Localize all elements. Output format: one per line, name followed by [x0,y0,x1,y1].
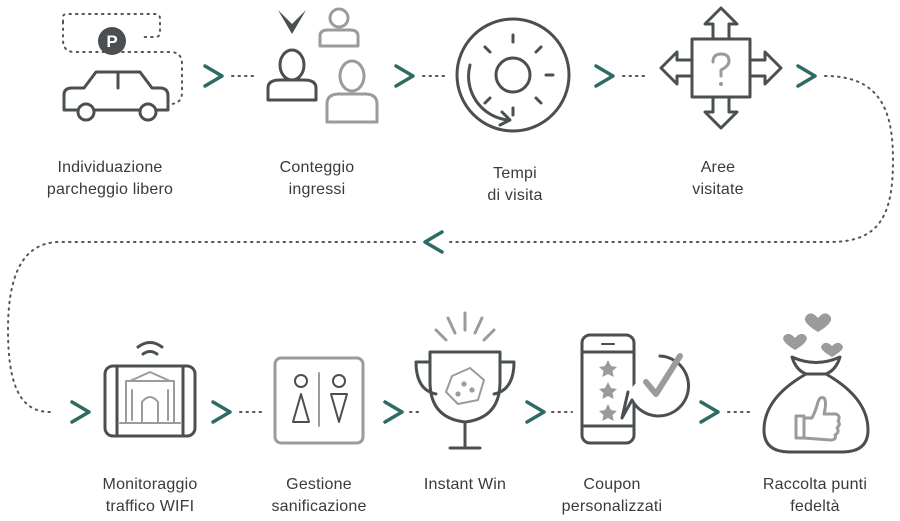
connector-8-9 [699,400,753,424]
step-label-instant-win: Instant Win [423,476,507,493]
heart-icon [783,333,807,350]
connector-5-6 [211,400,263,424]
wifi-monitor-icon [103,341,197,438]
step-label-coupon: Coupon personalizzati [561,476,663,515]
visit-time-icon [455,17,571,133]
step-label-areas: Aree visitate [692,159,744,198]
connector-7-8 [525,400,573,424]
trophy-dice-icon [414,311,516,450]
connector-1-2 [203,64,256,88]
step-label-sanitation: Gestione sanificazione [271,476,367,515]
step-label-visit-time: Tempi di visita [487,165,543,204]
connector-3-4 [594,64,646,88]
step-label-parking: Individuazione parcheggio libero [46,159,174,198]
car-parking-icon: P [62,13,183,122]
heart-icon [804,313,832,332]
connector-6-7 [383,400,421,424]
restroom-icon [273,356,365,445]
people-count-icon [266,7,379,124]
visited-areas-icon [659,6,783,130]
step-label-loyalty: Raccolta punti fedeltà [762,476,868,515]
svg-text:P: P [106,32,117,51]
parking-sign-icon [98,27,126,55]
heart-icon [821,342,843,357]
loyalty-bag-icon [762,313,870,454]
step-label-entries: Conteggio ingressi [279,159,355,198]
phone-coupon-icon [580,333,690,445]
step-label-wifi: Monitoraggio traffico WIFI [102,476,198,515]
connector-4-5-loop [6,64,895,424]
connector-2-3 [394,64,446,88]
